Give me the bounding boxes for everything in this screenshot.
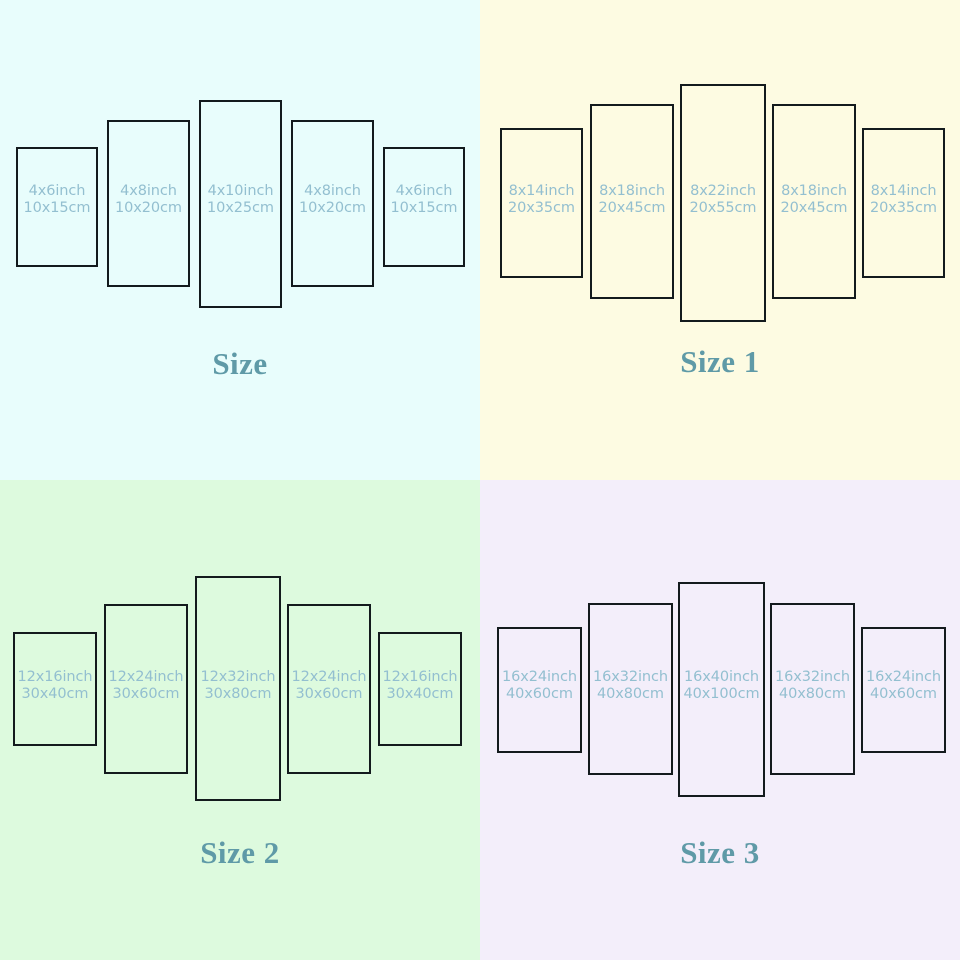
panel-size3-5	[861, 627, 946, 753]
panel-size-3	[199, 100, 282, 308]
quadrant-size-2: 12x16inch 30x40cm 12x24inch 30x60cm 12x3…	[0, 480, 480, 960]
panel-size2-5	[378, 632, 462, 746]
panel-group-size-1	[480, 0, 960, 480]
panel-size3-2	[588, 603, 673, 775]
panel-size2-1	[13, 632, 97, 746]
panel-size2-3	[195, 576, 281, 801]
panel-size3-4	[770, 603, 855, 775]
panel-size3-1	[497, 627, 582, 753]
panel-group-size	[0, 0, 480, 480]
panel-size3-3	[678, 582, 765, 797]
panel-size2-2	[104, 604, 188, 774]
panel-group-size-2	[0, 480, 480, 960]
quadrant-title-size: Size	[212, 346, 268, 381]
panel-size2-4	[287, 604, 371, 774]
panel-size-4	[291, 120, 374, 287]
quadrant-size-3: 16x24inch 40x60cm 16x32inch 40x80cm 16x4…	[480, 480, 960, 960]
panel-size-1	[16, 147, 98, 267]
panel-size1-1	[500, 128, 583, 278]
panel-size-2	[107, 120, 190, 287]
panel-size1-5	[862, 128, 945, 278]
panel-size1-4	[772, 104, 856, 299]
quadrant-title-size-3: Size 3	[680, 835, 760, 870]
quadrant-size: 4x6inch 10x15cm 4x8inch 10x20cm 4x10inch…	[0, 0, 480, 480]
panel-size1-2	[590, 104, 674, 299]
panel-size1-3	[680, 84, 766, 322]
quadrant-title-size-1: Size 1	[680, 344, 760, 379]
quadrant-size-1: 8x14inch 20x35cm 8x18inch 20x45cm 8x22in…	[480, 0, 960, 480]
panel-group-size-3	[480, 480, 960, 960]
panel-size-5	[383, 147, 465, 267]
quadrant-title-size-2: Size 2	[200, 835, 280, 870]
